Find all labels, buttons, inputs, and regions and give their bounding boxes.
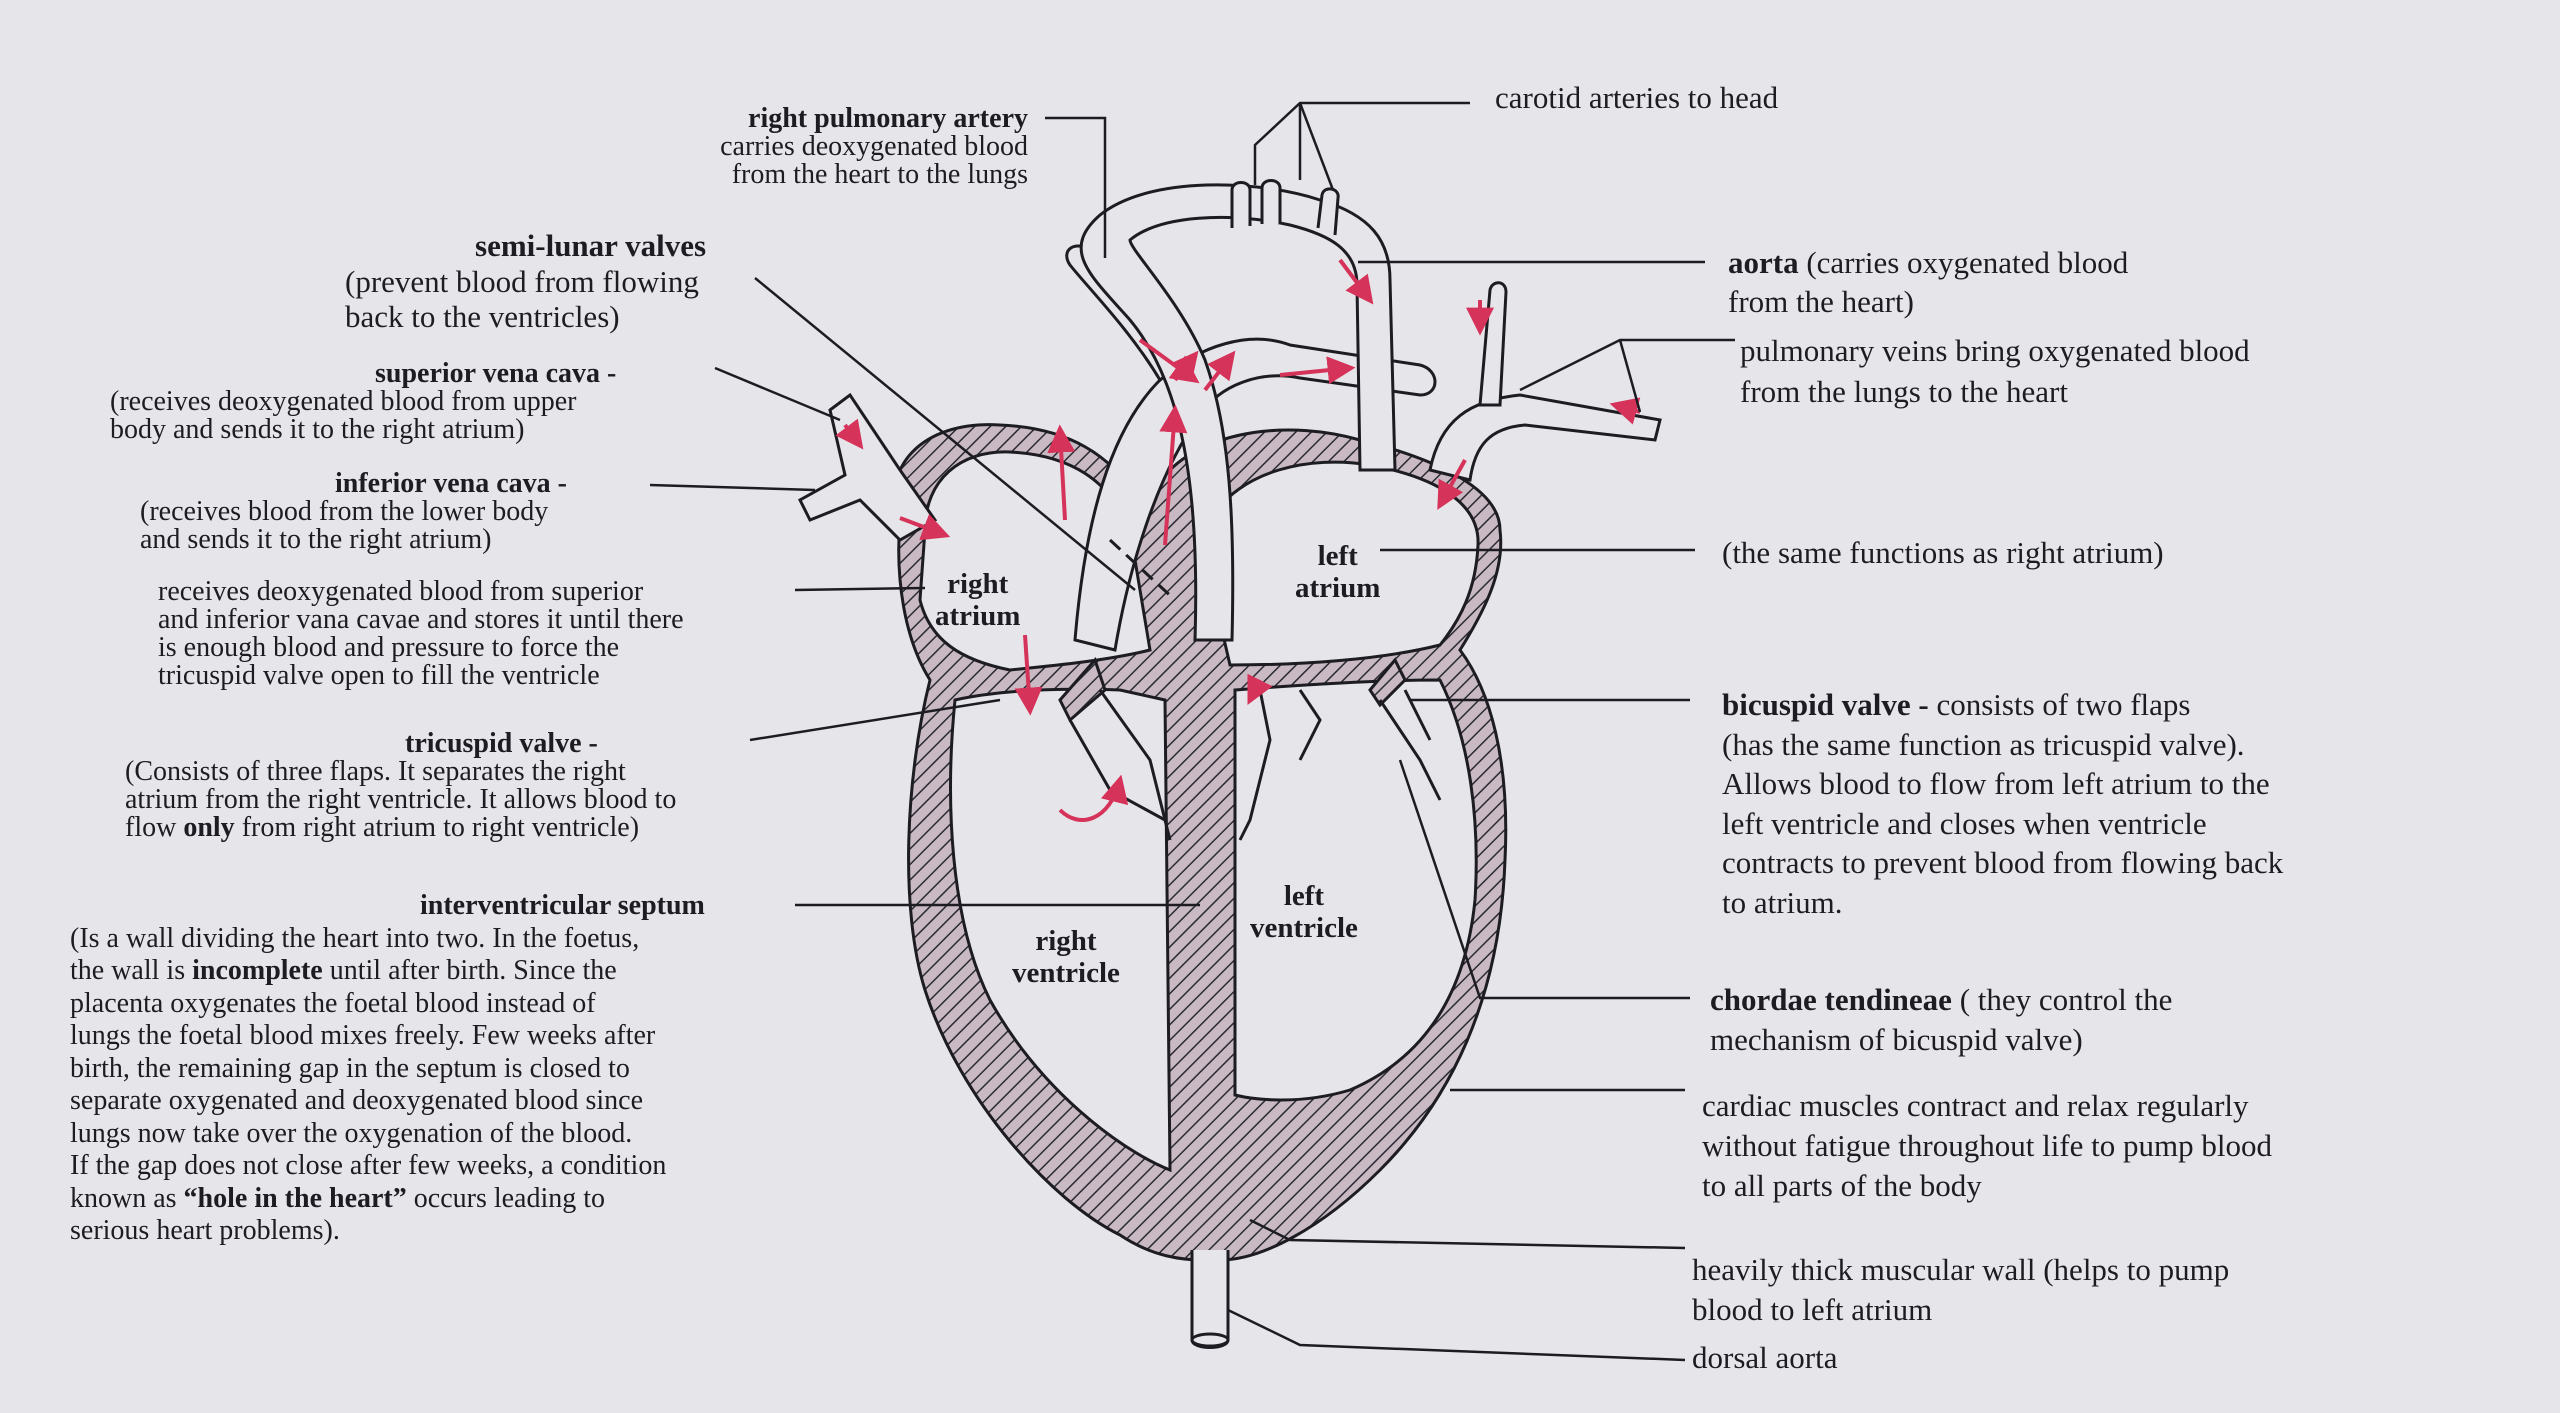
vena-cava-vessel bbox=[798, 392, 938, 542]
aorta-vessel bbox=[1079, 183, 1397, 642]
tricuspid-valve-flap bbox=[1058, 657, 1107, 723]
leader-lines bbox=[649, 101, 1735, 1362]
bicuspid-valve-flap bbox=[1368, 657, 1407, 708]
chordae-tendineae-label: chordae tendineae ( they control the mec… bbox=[1710, 982, 2173, 1057]
bicuspid-valve-label: bicuspid valve - consists of two flaps (… bbox=[1722, 687, 2284, 920]
aorta-label: aorta (carries oxygenated blood from the… bbox=[1728, 245, 2129, 319]
blood-flow-arrows bbox=[835, 258, 1641, 822]
tricuspid-valve-label: tricuspid valve - (Consists of three fla… bbox=[125, 728, 677, 843]
heart-body bbox=[893, 423, 1508, 1262]
inferior-vena-cava-label: inferior vena cava - (receives blood fro… bbox=[140, 468, 567, 555]
interventricular-septum-label: interventricular septum (Is a wall divid… bbox=[70, 890, 705, 1246]
carotid-arteries-label: carotid arteries to head bbox=[1495, 80, 1779, 115]
semilunar-dashed bbox=[1108, 538, 1177, 602]
chordae-tendineae-lines bbox=[1068, 538, 1442, 841]
right-ventricle-chamber bbox=[949, 687, 1172, 1173]
valves bbox=[1058, 657, 1407, 723]
pulmonary-veins-vessel bbox=[1428, 393, 1662, 482]
right-pulmonary-artery-label: right pulmonary artery carries deoxygena… bbox=[720, 103, 1028, 190]
semilunar-valves-label: semi-lunar valves (prevent blood from fl… bbox=[345, 228, 707, 334]
left-atrium-description: (the same functions as right atrium) bbox=[1722, 535, 2164, 570]
dorsal-aorta-label: dorsal aorta bbox=[1692, 1340, 1838, 1375]
pulmonary-veins-label: pulmonary veins bring oxygenated blood f… bbox=[1740, 333, 2250, 409]
left-atrium-chamber bbox=[1208, 460, 1480, 667]
right-atrium-description: receives deoxygenated blood from superio… bbox=[158, 576, 684, 691]
muscular-wall-label: heavily thick muscular wall (helps to pu… bbox=[1692, 1252, 2230, 1327]
superior-vena-cava-label: superior vena cava - (receives deoxygena… bbox=[110, 358, 617, 445]
cardiac-muscles-label: cardiac muscles contract and relax regul… bbox=[1702, 1088, 2272, 1203]
